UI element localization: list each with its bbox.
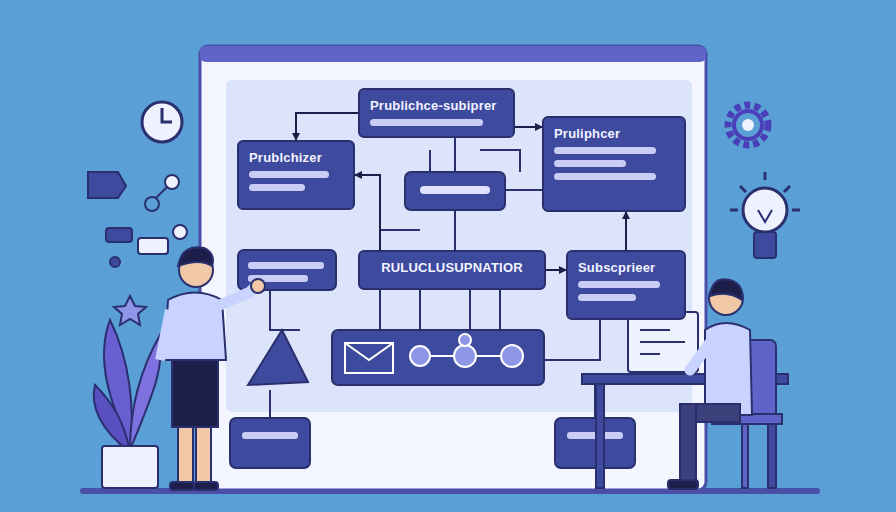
box-bar xyxy=(578,281,660,288)
message-box xyxy=(332,330,544,385)
board-panel xyxy=(226,80,692,412)
box-label: Pruliphcer xyxy=(554,126,674,141)
empty-box xyxy=(230,418,310,468)
connector-arrow xyxy=(546,269,566,271)
box-bar xyxy=(249,171,329,178)
node-graph xyxy=(410,334,523,367)
box-bar xyxy=(554,160,626,167)
box-bar xyxy=(249,184,305,191)
box-bar xyxy=(248,262,324,269)
envelope-flap xyxy=(345,343,393,360)
board-frame xyxy=(200,46,706,490)
box-label: Subscprieer xyxy=(578,260,674,275)
envelope-icon xyxy=(345,343,393,373)
gear-icon xyxy=(728,105,768,145)
box-bar xyxy=(578,294,636,301)
process-box: Prublchizer xyxy=(237,140,355,210)
board-top xyxy=(200,46,706,62)
connector-arrow xyxy=(296,113,358,140)
triangle-icon xyxy=(248,330,308,385)
empty-box xyxy=(405,172,505,210)
box-bar xyxy=(554,173,656,180)
box-bar xyxy=(554,147,656,154)
box-bar xyxy=(370,119,483,126)
box-bar xyxy=(242,432,298,439)
clock-icon xyxy=(142,102,182,142)
lightbulb-icon xyxy=(730,172,800,258)
process-box: Subscprieer xyxy=(566,250,686,320)
plant xyxy=(94,320,161,488)
box-label: RULUCLUSUPNATIOR xyxy=(370,260,534,275)
box-label: Prublichce-subiprer xyxy=(370,98,503,113)
box-label: Prublchizer xyxy=(249,150,343,165)
standing-person xyxy=(160,247,265,490)
process-box: Prublichce-subiprer xyxy=(358,88,515,138)
process-box: RULUCLUSUPNATIOR xyxy=(358,250,546,290)
connector-arrow xyxy=(625,212,627,250)
connector-arrow xyxy=(515,126,542,128)
process-box: Pruliphcer xyxy=(542,116,686,212)
connector-arrow xyxy=(355,175,380,250)
box-bar xyxy=(420,186,490,194)
